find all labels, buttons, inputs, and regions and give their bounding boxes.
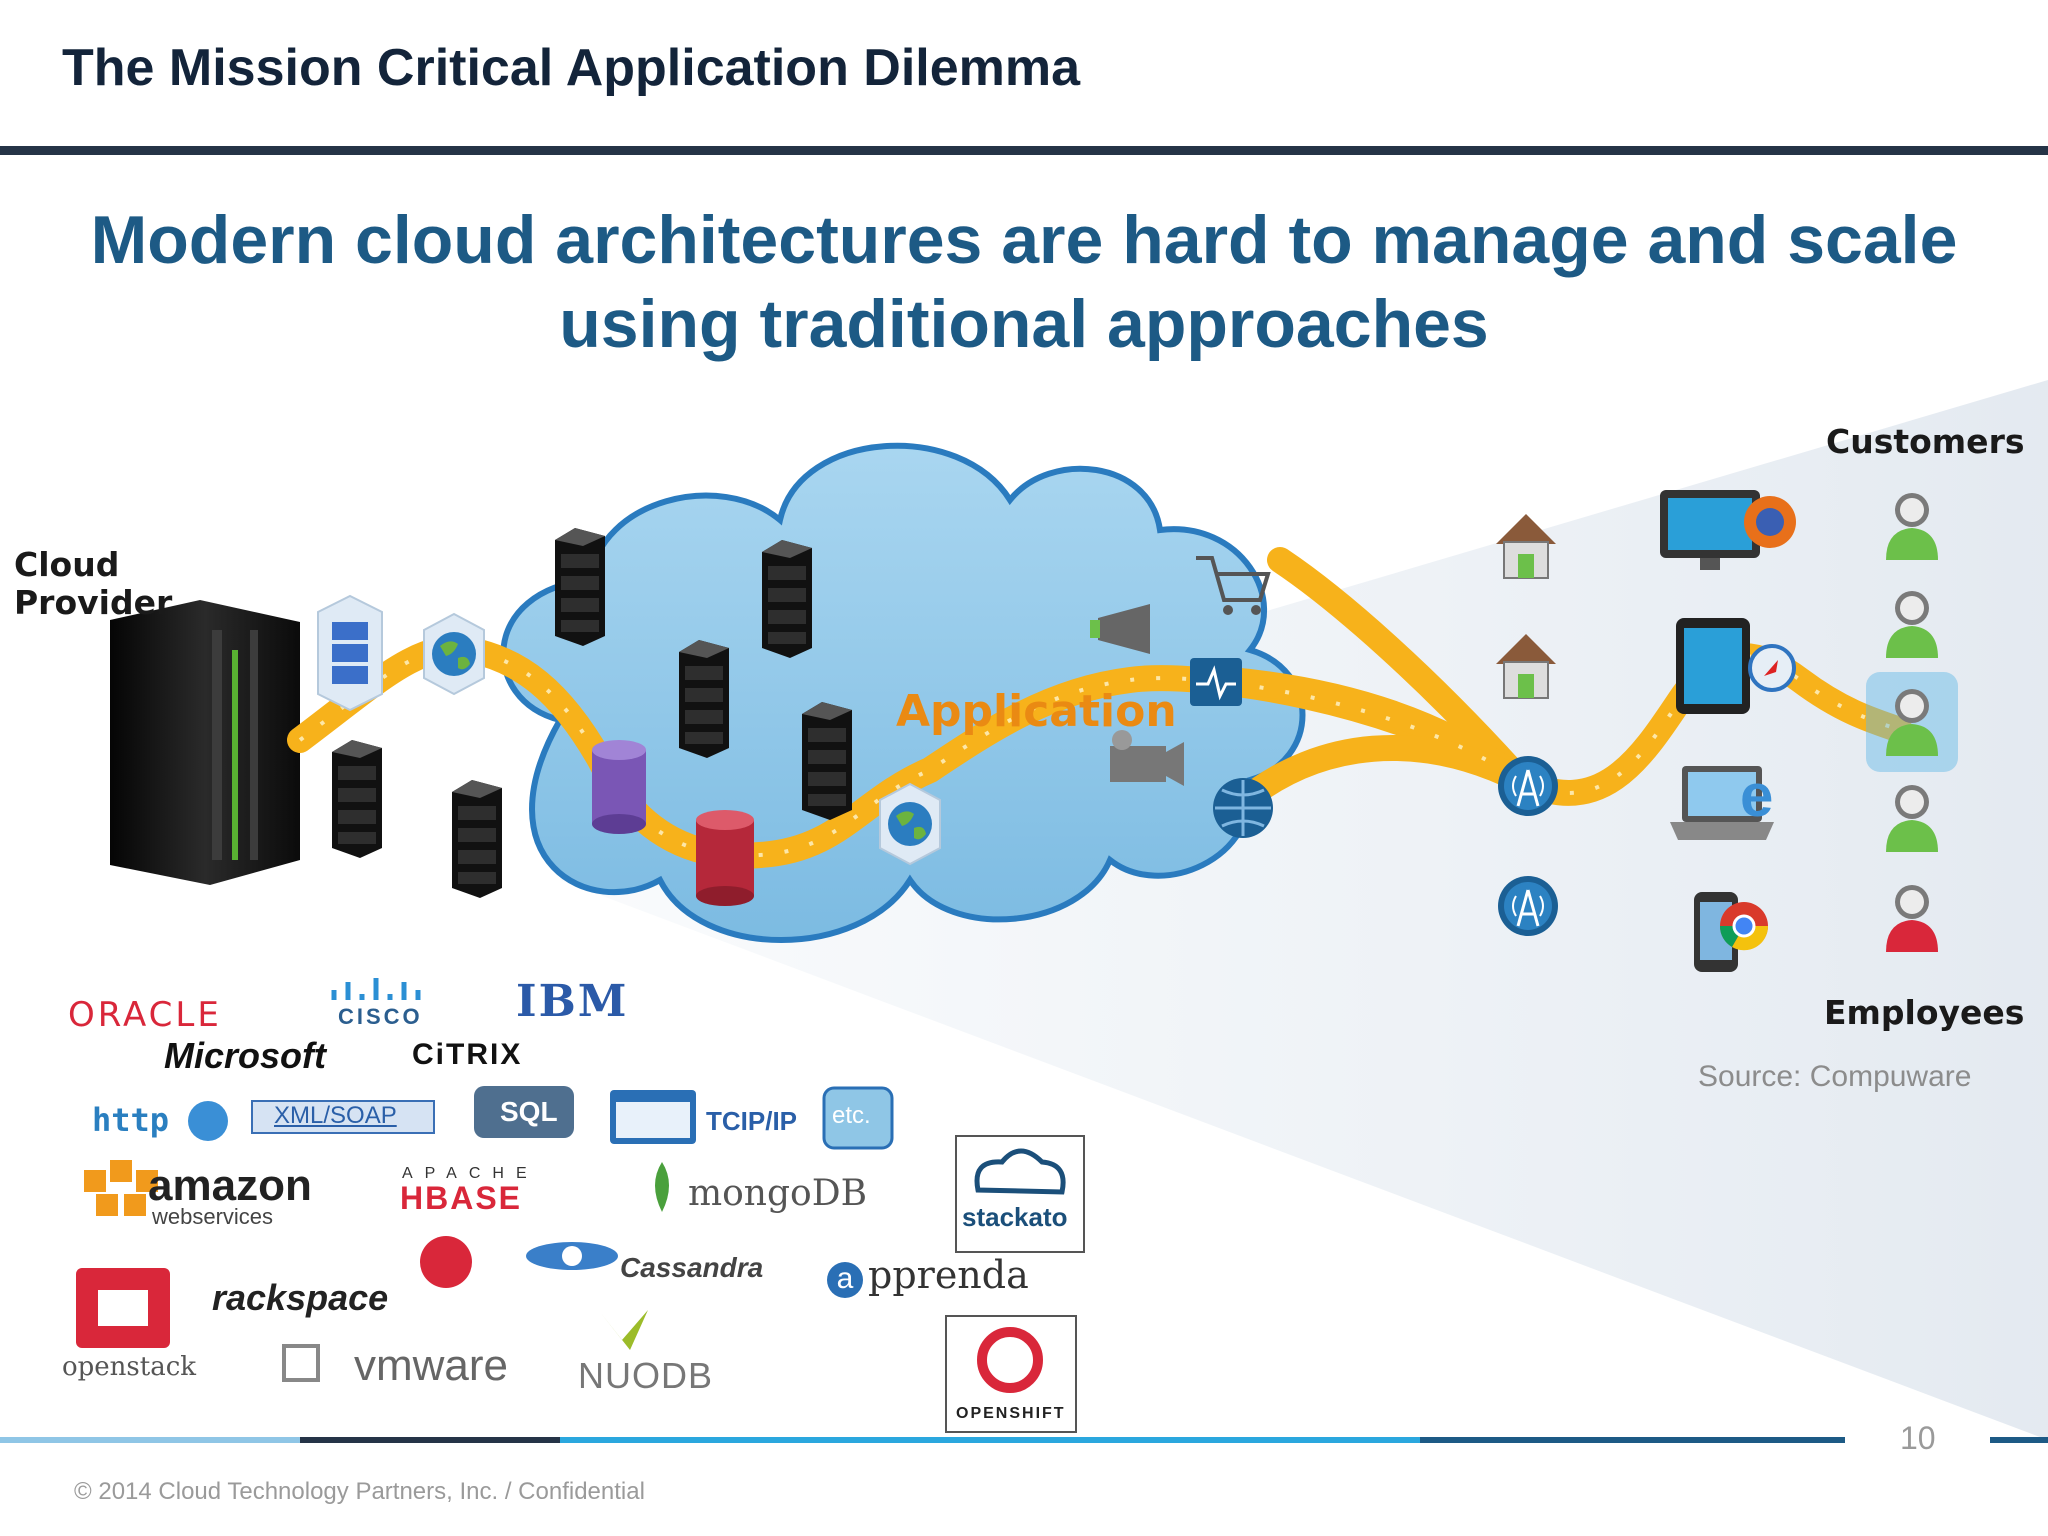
oracle-logo: ORACLE bbox=[68, 995, 222, 1035]
apprenda-logo: pprenda bbox=[868, 1253, 1029, 1297]
web-globe-icon bbox=[879, 783, 941, 865]
vmware-squares-icon bbox=[282, 1344, 320, 1382]
page-number: 10 bbox=[1900, 1420, 1936, 1456]
title-divider bbox=[0, 146, 2048, 155]
cell-tower-icon bbox=[1496, 874, 1560, 938]
xml-soap-box bbox=[251, 1100, 435, 1134]
openstack-logo: openstack bbox=[62, 1352, 197, 1382]
footer-copyright: © 2014 Cloud Technology Partners, Inc. /… bbox=[74, 1478, 645, 1505]
openshift-frame bbox=[945, 1315, 1077, 1433]
rackspace-badge-icon bbox=[420, 1236, 472, 1288]
apprenda-a-icon: a bbox=[827, 1262, 863, 1298]
etc-box bbox=[822, 1086, 894, 1150]
blue-cube-stack-icon bbox=[317, 594, 383, 712]
footer-bar-segment bbox=[0, 1437, 300, 1443]
shopping-cart-icon bbox=[1196, 556, 1271, 615]
footer-bar-segment bbox=[300, 1437, 560, 1443]
stackato-cloud-icon bbox=[974, 1148, 1066, 1195]
mongodb-logo: mongoDB bbox=[688, 1173, 868, 1214]
amazon-logo: amazon bbox=[148, 1161, 312, 1210]
http-logo: http bbox=[92, 1101, 170, 1139]
cisco-logo: CISCO bbox=[338, 1004, 423, 1029]
laptop-ie-icon: e bbox=[1670, 762, 1774, 840]
rack-server-icon bbox=[802, 702, 852, 820]
tablet-safari-icon bbox=[1676, 618, 1796, 714]
customers-label: Customers bbox=[1826, 422, 2025, 461]
footer-bar-segment bbox=[1420, 1437, 1845, 1443]
mainframe-server-icon bbox=[110, 600, 300, 885]
openshift-logo: OPENSHIFT bbox=[956, 1405, 1066, 1422]
nuodb-bird-icon bbox=[600, 1310, 648, 1350]
microsoft-logo: Microsoft bbox=[164, 1035, 326, 1076]
flow-path-globe bbox=[1232, 735, 1533, 813]
slide-headline: Modern cloud architectures are hard to m… bbox=[40, 198, 2008, 366]
cell-tower-icon bbox=[1496, 754, 1560, 818]
tcpip-label: TCIP/IP bbox=[706, 1106, 798, 1136]
apache-label: APACHE bbox=[402, 1165, 539, 1182]
architecture-diagram: e bbox=[76, 380, 2048, 1440]
rack-server-icon bbox=[679, 640, 729, 758]
rackspace-logo: rackspace bbox=[212, 1277, 389, 1318]
stackato-logo: stackato bbox=[962, 1202, 1068, 1232]
hbase-logo: HBASE bbox=[400, 1180, 523, 1216]
phone-chrome-icon bbox=[1694, 892, 1769, 972]
footer-bar-segment bbox=[1990, 1437, 2048, 1443]
xml-soap-label: XML/SOAP bbox=[274, 1102, 397, 1129]
tcpip-window-icon bbox=[610, 1090, 696, 1144]
application-label: Application bbox=[896, 686, 1177, 737]
cassandra-logo: Cassandra bbox=[620, 1252, 764, 1283]
red-database-icon bbox=[696, 810, 754, 906]
megaphone-icon bbox=[1090, 604, 1150, 654]
rack-server-icon bbox=[555, 528, 605, 646]
cloud-provider-label: Cloud Provider bbox=[14, 546, 172, 622]
traffic-flow-markers bbox=[298, 646, 1901, 858]
headline-line-2: using traditional approaches bbox=[559, 286, 1489, 362]
source-citation: Source: Compuware bbox=[1698, 1060, 1972, 1093]
stackato-frame bbox=[955, 1135, 1085, 1253]
footer-bar-segment bbox=[560, 1437, 1420, 1443]
sql-box bbox=[474, 1086, 574, 1138]
web-globe-icon bbox=[423, 613, 485, 695]
rack-server-icon bbox=[762, 540, 812, 658]
aws-cubes-icon bbox=[84, 1160, 158, 1216]
mongodb-leaf-icon bbox=[655, 1162, 669, 1212]
cloud-provider-label-line2: Provider bbox=[14, 583, 173, 622]
monitor-pulse-icon bbox=[1190, 658, 1242, 706]
amazon-webservices-label: webservices bbox=[152, 1204, 274, 1229]
headline-line-1: Modern cloud architectures are hard to m… bbox=[90, 202, 1958, 278]
http-globe-icon bbox=[188, 1101, 228, 1141]
slide-title: The Mission Critical Application Dilemma bbox=[62, 39, 1081, 97]
desktop-firefox-icon bbox=[1660, 490, 1796, 570]
cisco-logo-bars bbox=[331, 978, 421, 1000]
rack-server-icon bbox=[452, 780, 502, 898]
vmware-logo: vmware bbox=[354, 1341, 509, 1390]
svg-text:e: e bbox=[1740, 762, 1773, 829]
purple-database-icon bbox=[592, 740, 646, 834]
etc-label: etc. bbox=[832, 1102, 871, 1129]
video-camera-icon bbox=[1110, 730, 1184, 786]
home-icon bbox=[1495, 513, 1557, 579]
network-globe-icon bbox=[1213, 778, 1273, 838]
openshift-ring-icon bbox=[977, 1327, 1043, 1393]
nuodb-logo: NUODB bbox=[578, 1355, 714, 1396]
cloud-provider-label-line1: Cloud bbox=[14, 545, 120, 584]
citrix-logo: CiTRIX bbox=[412, 1038, 523, 1071]
ibm-logo: IBM bbox=[516, 976, 629, 1027]
rack-server-icon bbox=[332, 740, 382, 858]
employees-label: Employees bbox=[1824, 993, 2025, 1032]
openstack-logo-icon bbox=[76, 1268, 170, 1348]
sql-label: SQL bbox=[500, 1096, 558, 1127]
